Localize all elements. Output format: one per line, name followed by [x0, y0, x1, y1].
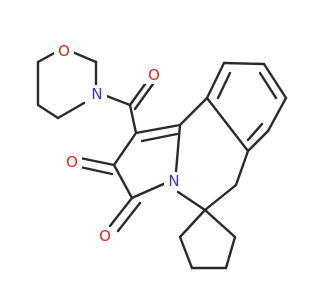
- atom-n-ring: N: [164, 172, 184, 190]
- nitrogen-label-morpholine: N: [91, 85, 102, 103]
- dihydroisoquinoline-ring: [176, 96, 250, 212]
- benzene-ring: [205, 61, 288, 153]
- nitrogen-label-ring: N: [168, 172, 179, 190]
- atom-n-morpholine: N: [87, 85, 107, 103]
- amide-linker: [102, 78, 155, 135]
- pyrrole-dione-ring: [78, 123, 182, 233]
- atom-o-morpholine: O: [54, 42, 74, 61]
- oxygen-label-amide: O: [148, 66, 160, 84]
- oxygen-label-morpholine: O: [58, 42, 70, 60]
- oxygen-label-ketone: O: [66, 153, 78, 171]
- atom-o-lactam: O: [95, 227, 115, 245]
- morpholine-ring: [36, 49, 98, 120]
- molecule-structure: O N O O O N: [36, 42, 288, 270]
- atom-o-amide: O: [144, 66, 164, 84]
- oxygen-label-lactam: O: [99, 227, 111, 245]
- atom-o-ketone: O: [62, 153, 82, 171]
- cyclopentane-ring: [178, 208, 237, 270]
- molecule-canvas: O N O O O N: [36, 42, 288, 270]
